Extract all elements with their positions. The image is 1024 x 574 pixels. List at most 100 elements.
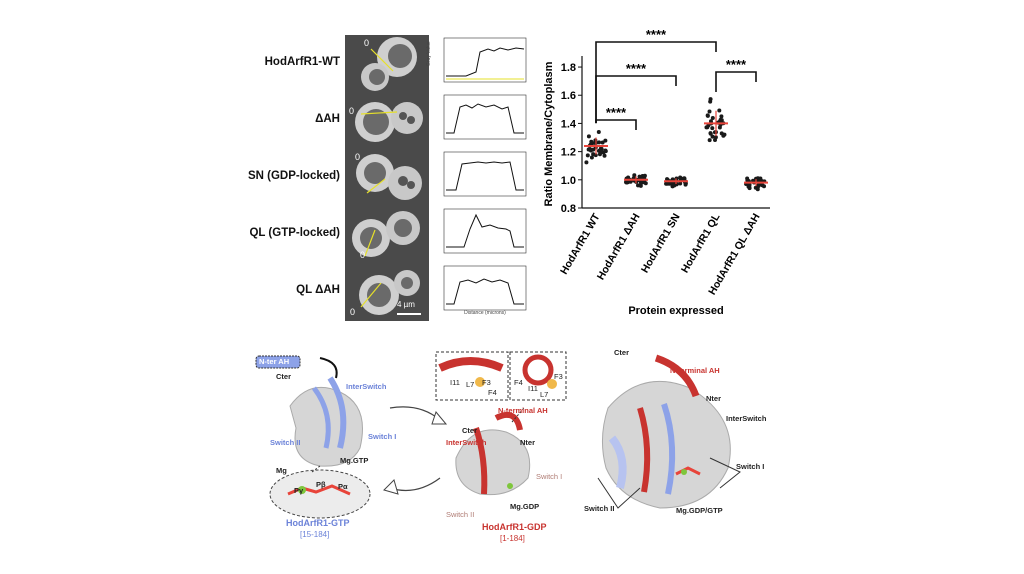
x-axis-label: Protein expressed — [628, 305, 723, 317]
gdp-cter-label: Cter — [462, 426, 478, 435]
gdp-nterminal-ah-label: N-terminal AH — [498, 406, 548, 415]
significance-bracket — [595, 41, 717, 124]
data-point — [756, 184, 761, 189]
data-point — [717, 125, 722, 130]
data-point — [624, 180, 629, 185]
row-label-wt: HodArfR1-WT — [264, 56, 340, 68]
overlay-cter-label: Cter — [614, 348, 630, 357]
trace-wt — [443, 37, 527, 83]
gdp-inset-right-3: L7 — [540, 390, 549, 399]
gtp-py-label: Pγ — [294, 486, 304, 495]
overlay-nterminal-ah-label: N-terminal AH — [670, 366, 720, 375]
significance-label: **** — [646, 28, 667, 42]
structure-panels — [255, 351, 741, 519]
gdp-inset-right-1: F3 — [554, 372, 563, 381]
data-point — [598, 146, 603, 151]
gdp-inset-left-1: L7 — [466, 380, 475, 389]
data-point — [708, 119, 713, 124]
gdp-switch1-label: Switch I — [536, 472, 563, 481]
data-point — [586, 147, 591, 152]
significance-label: **** — [626, 61, 647, 76]
scale-bar-label: 4 µm — [397, 300, 415, 309]
data-point — [747, 186, 752, 191]
overlay-mg-label: Mg.GDP/GTP — [676, 506, 723, 515]
arrow-top-head-icon — [431, 410, 448, 425]
y-tick-label: 1.4 — [561, 118, 577, 130]
data-point — [719, 118, 724, 123]
gdp-inset-right-2: I11 — [528, 384, 538, 393]
gtp-interswitch-label: InterSwitch — [346, 382, 387, 391]
micrograph-ql: 0 — [345, 206, 429, 264]
data-point — [705, 113, 710, 118]
x-tick-label: HodArfR1 WT — [558, 211, 603, 277]
micro-marker-ql-dah: 0 — [350, 307, 356, 317]
arrow-bottom-head-icon — [383, 479, 399, 495]
gtp-mg-label: Mg — [276, 466, 287, 475]
significance-bracket — [715, 71, 757, 93]
gdp-switch2-label: Switch II — [446, 510, 475, 519]
row-label-sn: SN (GDP-locked) — [247, 170, 340, 182]
overlay-nter-label: Nter — [706, 394, 722, 403]
micro-marker-ql: 0 — [360, 250, 366, 260]
gdp-inset-left-2: F3 — [482, 378, 491, 387]
overlay-switch1-label: Switch I — [736, 462, 765, 471]
micro-marker-wt: 0 — [364, 38, 370, 48]
gtp-mggtp-label: Mg.GTP — [340, 456, 369, 465]
micro-marker-sn: 0 — [355, 152, 361, 162]
trace-ylabel: Gray Value — [426, 41, 432, 66]
gdp-inset-right-0: F4 — [514, 378, 523, 387]
data-point — [603, 149, 608, 154]
gtp-switch2-label: Switch II — [270, 438, 301, 447]
significance-label: **** — [726, 57, 747, 72]
gdp-inset-left-3: F4 — [488, 388, 497, 397]
micrograph-ql-dah: 0 4 µm — [345, 263, 429, 321]
significance-label: **** — [606, 105, 627, 120]
data-point — [591, 147, 596, 152]
gtp-pb-label: Pβ — [316, 480, 326, 489]
data-point — [722, 132, 727, 137]
gtp-pa-label: Pα — [338, 482, 348, 491]
data-point — [707, 109, 712, 114]
data-point — [642, 173, 647, 178]
gtp-range: [15-184] — [300, 530, 330, 539]
overlay-structure — [597, 354, 741, 509]
data-point — [584, 160, 589, 165]
micrograph-sn: 0 — [345, 149, 429, 207]
micro-marker-dah: 0 — [349, 106, 355, 116]
gdp-interswitch-label: InterSwitch — [446, 438, 487, 447]
data-point — [710, 116, 715, 121]
data-point — [589, 155, 594, 160]
gdp-mggdp-label: Mg.GDP — [510, 502, 540, 511]
gtp-structure — [255, 355, 371, 519]
x-tick-label: HodArfR1 SN — [639, 212, 683, 276]
data-point — [672, 183, 677, 188]
data-point — [710, 134, 715, 139]
row-label-dah: ΔAH — [315, 113, 340, 125]
y-tick-label: 1.8 — [561, 62, 576, 74]
data-point — [643, 181, 648, 186]
data-point — [710, 126, 715, 131]
data-point — [708, 131, 713, 136]
data-point — [600, 140, 605, 145]
data-point — [597, 152, 602, 157]
data-point — [602, 153, 607, 158]
row-label-ql: QL (GTP-locked) — [249, 227, 340, 239]
arrow-top-icon — [389, 406, 441, 421]
gdp-inset-left-0: I11 — [450, 378, 460, 387]
scale-bar — [397, 313, 421, 315]
x-tick-label: HodArfR1 ΔAH — [595, 212, 643, 283]
data-point — [585, 153, 590, 158]
micrograph-dah: 0 — [345, 92, 429, 150]
gtp-cter-label: Cter — [276, 372, 292, 381]
data-point — [745, 178, 750, 183]
gdp-range: [1-184] — [500, 534, 525, 543]
gtp-nter-ah-label: N-ter AH — [259, 357, 290, 366]
trace-ql — [443, 208, 527, 254]
y-axis-label: Ratio Membrane/Cytoplasm — [543, 61, 555, 206]
trace-sn — [443, 151, 527, 197]
row-label-ql-dah: QL ΔAH — [296, 284, 340, 296]
gtp-switch1-label: Switch I — [368, 432, 397, 441]
gtp-title: HodArfR1-GTP — [286, 518, 350, 528]
trace-xlabel: Distance (microns) — [464, 310, 506, 316]
